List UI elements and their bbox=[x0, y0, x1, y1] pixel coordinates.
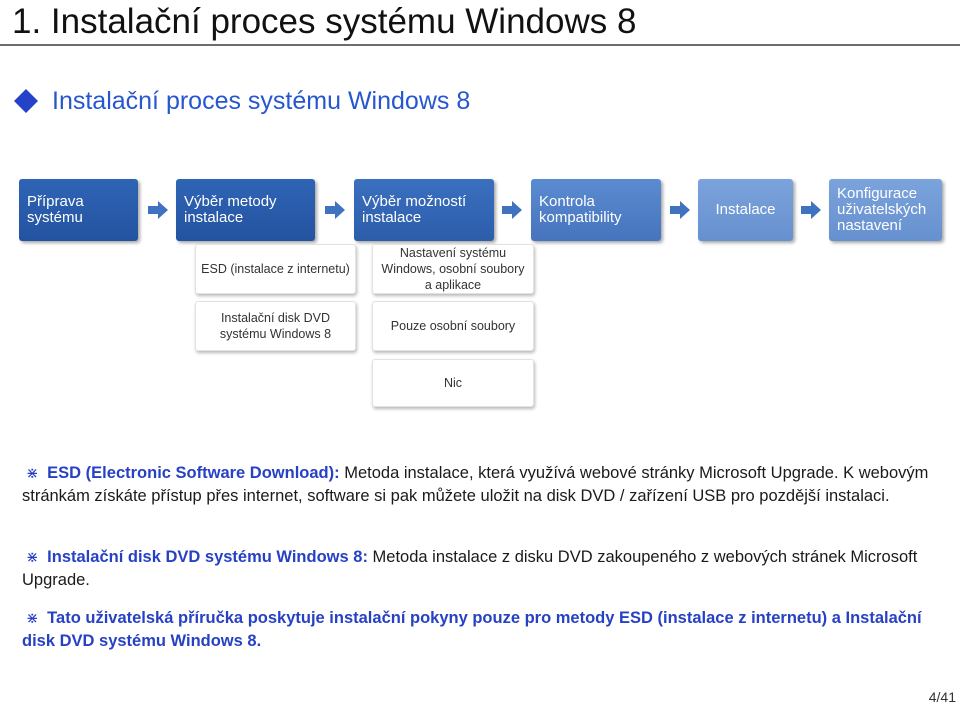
option-label: Nastavení systému Windows, osobní soubor… bbox=[381, 246, 525, 292]
arrow-right-icon bbox=[325, 201, 345, 219]
option-label: ESD (instalace z internetu) bbox=[201, 262, 350, 276]
option-nothing: Nic bbox=[372, 359, 534, 407]
note-guide: ⋇ Tato uživatelská příručka poskytuje in… bbox=[22, 607, 942, 652]
note-dvd: ⋇ Instalační disk DVD systému Windows 8:… bbox=[22, 546, 942, 591]
title-divider bbox=[0, 44, 960, 46]
note-dvd-term: Instalační disk DVD systému Windows 8: bbox=[47, 548, 368, 566]
step-label: Výběr možností instalace bbox=[362, 193, 467, 226]
diamond-bullet-icon bbox=[14, 89, 38, 113]
arrow-right-icon bbox=[801, 201, 821, 219]
bullet-icon: ⋇ bbox=[26, 549, 39, 566]
note-guide-text: Tato uživatelská příručka poskytuje inst… bbox=[22, 609, 922, 650]
option-personal-files: Pouze osobní soubory bbox=[372, 301, 534, 351]
option-dvd: Instalační disk DVD systému Windows 8 bbox=[195, 301, 356, 351]
note-esd: ⋇ ESD (Electronic Software Download): Me… bbox=[22, 462, 942, 507]
slide-title: 1. Instalační proces systému Windows 8 bbox=[12, 2, 637, 41]
step-label: Příprava systému bbox=[27, 193, 84, 226]
step-vyber-moznosti: Výběr možností instalace bbox=[354, 179, 494, 241]
step-label: Výběr metody instalace bbox=[184, 193, 277, 226]
option-label: Pouze osobní soubory bbox=[390, 319, 516, 333]
step-label: Konfigurace uživatelských nastavení bbox=[837, 185, 927, 234]
arrow-right-icon bbox=[670, 201, 690, 219]
step-instalace: Instalace bbox=[698, 179, 793, 241]
step-vyber-metody: Výběr metody instalace bbox=[176, 179, 315, 241]
step-label: Kontrola kompatibility bbox=[539, 193, 622, 226]
step-konfigurace: Konfigurace uživatelských nastavení bbox=[829, 179, 942, 241]
option-keep-all: Nastavení systému Windows, osobní soubor… bbox=[372, 244, 534, 294]
arrow-right-icon bbox=[148, 201, 168, 219]
note-dvd-text: Metoda instalace z disku DVD zakoupeného… bbox=[22, 548, 918, 589]
option-label: Nic bbox=[443, 376, 463, 390]
page-number: 4/41 bbox=[928, 689, 956, 705]
arrow-right-icon bbox=[502, 201, 522, 219]
step-label: Instalace bbox=[715, 201, 776, 218]
option-esd: ESD (instalace z internetu) bbox=[195, 244, 356, 294]
option-label: Instalační disk DVD systému Windows 8 bbox=[219, 311, 332, 341]
bullet-icon: ⋇ bbox=[26, 610, 39, 627]
step-kontrola-kompatibility: Kontrola kompatibility bbox=[531, 179, 661, 241]
slide-subtitle: Instalační proces systému Windows 8 bbox=[52, 87, 471, 115]
bullet-icon: ⋇ bbox=[26, 465, 39, 482]
note-esd-text: Metoda instalace, která využívá webové s… bbox=[22, 464, 929, 505]
step-priprava-systemu: Příprava systému bbox=[19, 179, 138, 241]
note-esd-term: ESD (Electronic Software Download): bbox=[47, 464, 340, 482]
